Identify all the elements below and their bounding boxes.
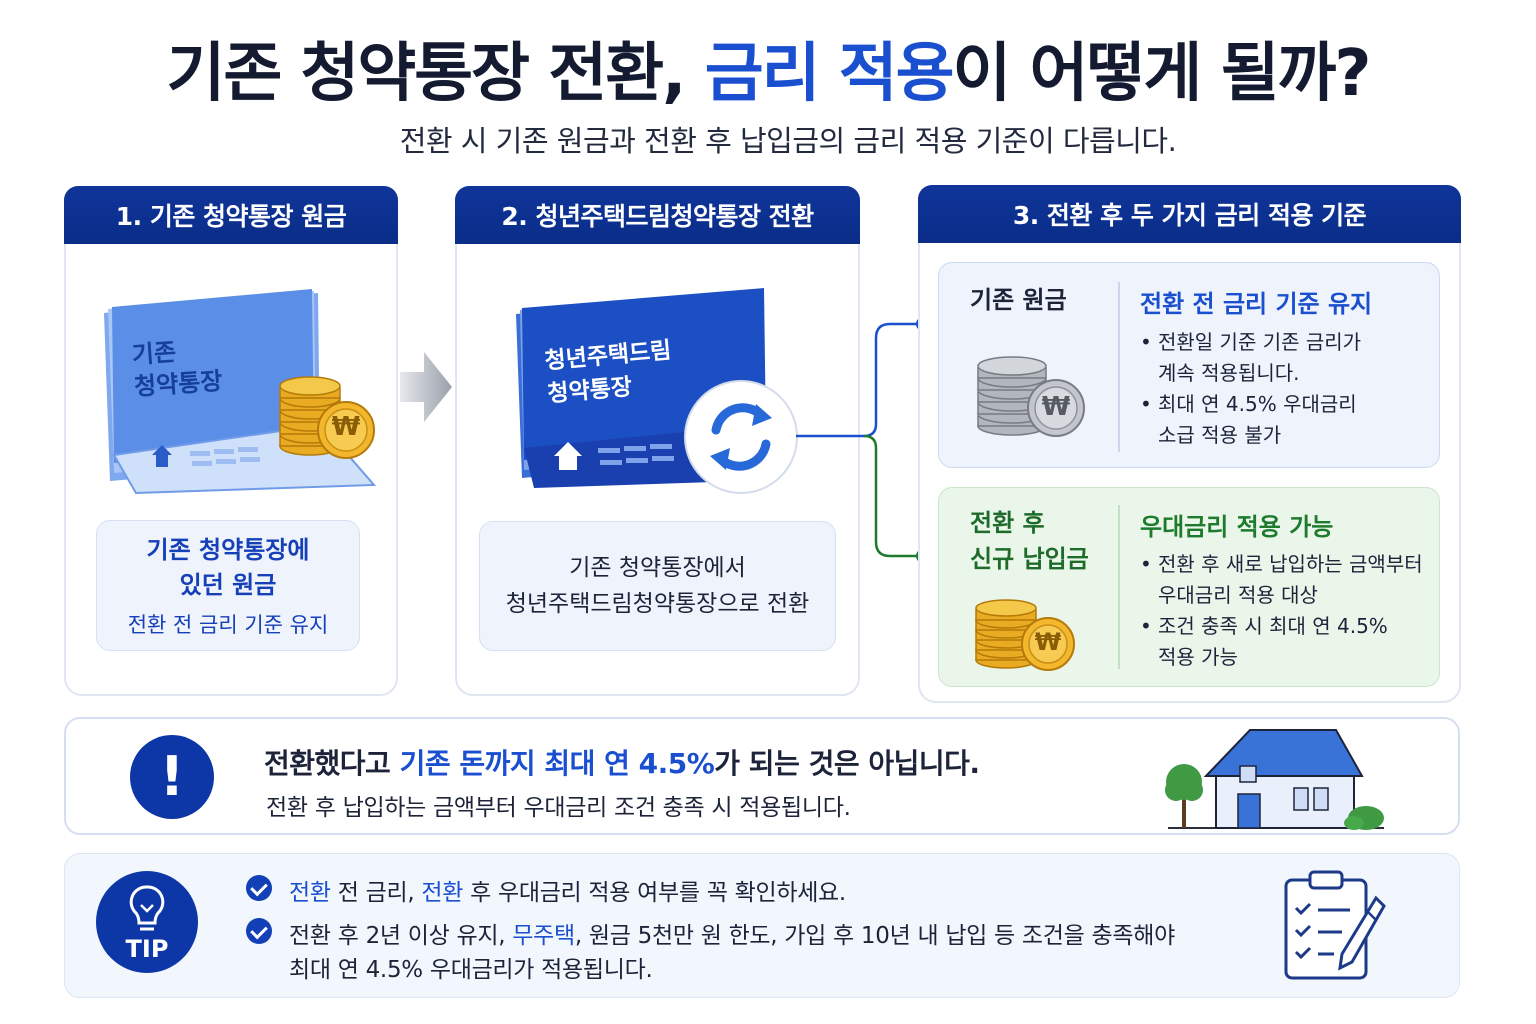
warning-line1-part1: 전환했다고 <box>264 747 400 780</box>
new-bullet-1-line2: 우대금리 적용 대상 <box>1158 583 1318 607</box>
step2-caption: 기존 청약통장에서 청년주택드림청약통장으로 전환 <box>479 521 836 651</box>
step2-caption-line1: 기존 청약통장에서 <box>569 555 746 581</box>
warning-line2: 전환 후 납입하는 금액부터 우대금리 조건 충족 시 적용됩니다. <box>266 795 851 821</box>
existing-bullet-1-line1: 전환일 기준 기존 금리가 <box>1158 330 1362 354</box>
page-title: 기존 청약통장 전환, 금리 적용이 어떻게 될까? <box>0 22 1536 114</box>
existing-card-divider <box>1118 282 1120 452</box>
step1-book-label: 기존 청약통장 <box>131 333 224 403</box>
tip-line2: 전환 후 2년 이상 유지, 무주택, 원금 5천만 원 한도, 가입 후 10… <box>289 916 1175 950</box>
new-bullet-2-line1: 조건 충족 시 최대 연 4.5% <box>1158 614 1388 638</box>
branch-connector <box>796 317 930 563</box>
step1-caption-sub: 전환 전 금리 기준 유지 <box>127 612 329 637</box>
check-icon <box>246 918 272 944</box>
tip-line2-a: 전환 후 2년 이상 유지, <box>289 923 513 949</box>
exclamation-icon: ! <box>130 735 214 819</box>
step1-book-label-line2: 청약통장 <box>133 366 224 402</box>
new-deposit-label: 전환 후 신규 납입금 <box>970 505 1089 577</box>
house-with-tree-icon <box>1165 729 1384 830</box>
arrow-right-icon <box>400 352 452 422</box>
tip-line1: 전환 전 금리, 전환 후 우대금리 적용 여부를 꼭 확인하세요. <box>289 873 846 907</box>
page-subtitle: 전환 시 기존 원금과 전환 후 납입금의 금리 적용 기준이 다릅니다. <box>399 124 1177 158</box>
new-bullet-2-line2: 적용 가능 <box>1158 645 1238 669</box>
tip-line2-c: , 원금 5천만 원 한도, 가입 후 10년 내 납입 등 조건을 충족해야 <box>574 923 1175 949</box>
step1-coin-symbol: ₩ <box>331 412 361 442</box>
warning-line1-highlight: 기존 돈까지 최대 연 4.5% <box>399 747 715 780</box>
tip-badge-text: TIP <box>125 935 169 963</box>
refresh-cycle-icon <box>684 380 798 494</box>
step2-tab: 2. 청년주택드림청약통장 전환 <box>455 186 860 244</box>
tip-line3: 최대 연 4.5% 우대금리가 적용됩니다. <box>289 957 653 983</box>
new-card-title: 우대금리 적용 가능 <box>1140 513 1334 541</box>
warning-line1: 전환했다고 기존 돈까지 최대 연 4.5%가 되는 것은 아닙니다. <box>264 742 980 782</box>
tip-line1-b: 전 금리, <box>330 880 422 906</box>
existing-coin-symbol: ₩ <box>1041 392 1071 422</box>
silver-coins-icon <box>977 356 1085 437</box>
tip-line2-b: 무주택 <box>512 923 575 949</box>
new-bullet-2: 조건 충족 시 최대 연 4.5% 적용 가능 <box>1140 611 1438 673</box>
title-part1: 기존 청약통장 전환, <box>166 37 705 111</box>
step1-tab: 1. 기존 청약통장 원금 <box>64 186 398 244</box>
new-deposit-label-line1: 전환 후 <box>970 509 1045 537</box>
step2-caption-line2: 청년주택드림청약통장으로 전환 <box>505 591 810 617</box>
exclamation-mark: ! <box>159 745 185 808</box>
step3-tab: 3. 전환 후 두 가지 금리 적용 기준 <box>918 185 1461 243</box>
title-part2: 이 어떻게 될까? <box>952 37 1372 111</box>
gold-coins-icon <box>279 376 375 459</box>
step2-book-label: 청년주택드림 청약통장 <box>543 335 675 412</box>
step1-caption-line2: 있던 원금 <box>179 570 277 599</box>
passbook-icon <box>104 289 377 495</box>
tip-line1-a: 전환 <box>289 880 331 906</box>
existing-bullet-2-line1: 최대 연 4.5% 우대금리 <box>1158 392 1357 416</box>
new-deposit-label-line2: 신규 납입금 <box>970 545 1089 573</box>
existing-principal-label: 기존 원금 <box>970 286 1067 314</box>
existing-card-title: 전환 전 금리 기준 유지 <box>1140 290 1373 318</box>
step1-caption-line1: 기존 청약통장에 <box>146 535 310 564</box>
check-icon <box>246 875 272 901</box>
step1-caption: 기존 청약통장에 있던 원금 전환 전 금리 기준 유지 <box>96 520 360 651</box>
tip-line1-d: 후 우대금리 적용 여부를 꼭 확인하세요. <box>463 880 846 906</box>
existing-bullet-2-line2: 소급 적용 불가 <box>1158 423 1282 447</box>
lightbulb-icon <box>129 885 165 931</box>
existing-bullet-1-line2: 계속 적용됩니다. <box>1158 361 1300 385</box>
title-highlight: 금리 적용 <box>704 37 955 111</box>
new-card-divider <box>1118 505 1120 669</box>
warning-line1-part2: 가 되는 것은 아닙니다. <box>714 747 980 780</box>
tip-badge: TIP <box>96 871 198 973</box>
new-coin-symbol: ₩ <box>1034 628 1062 656</box>
new-bullet-1-line1: 전환 후 새로 납입하는 금액부터 <box>1158 552 1423 576</box>
gold-coins-icon <box>975 599 1075 671</box>
tip-box <box>64 853 1460 998</box>
tip-line1-c: 전환 <box>421 880 464 906</box>
checklist-clipboard-icon <box>1284 870 1386 980</box>
